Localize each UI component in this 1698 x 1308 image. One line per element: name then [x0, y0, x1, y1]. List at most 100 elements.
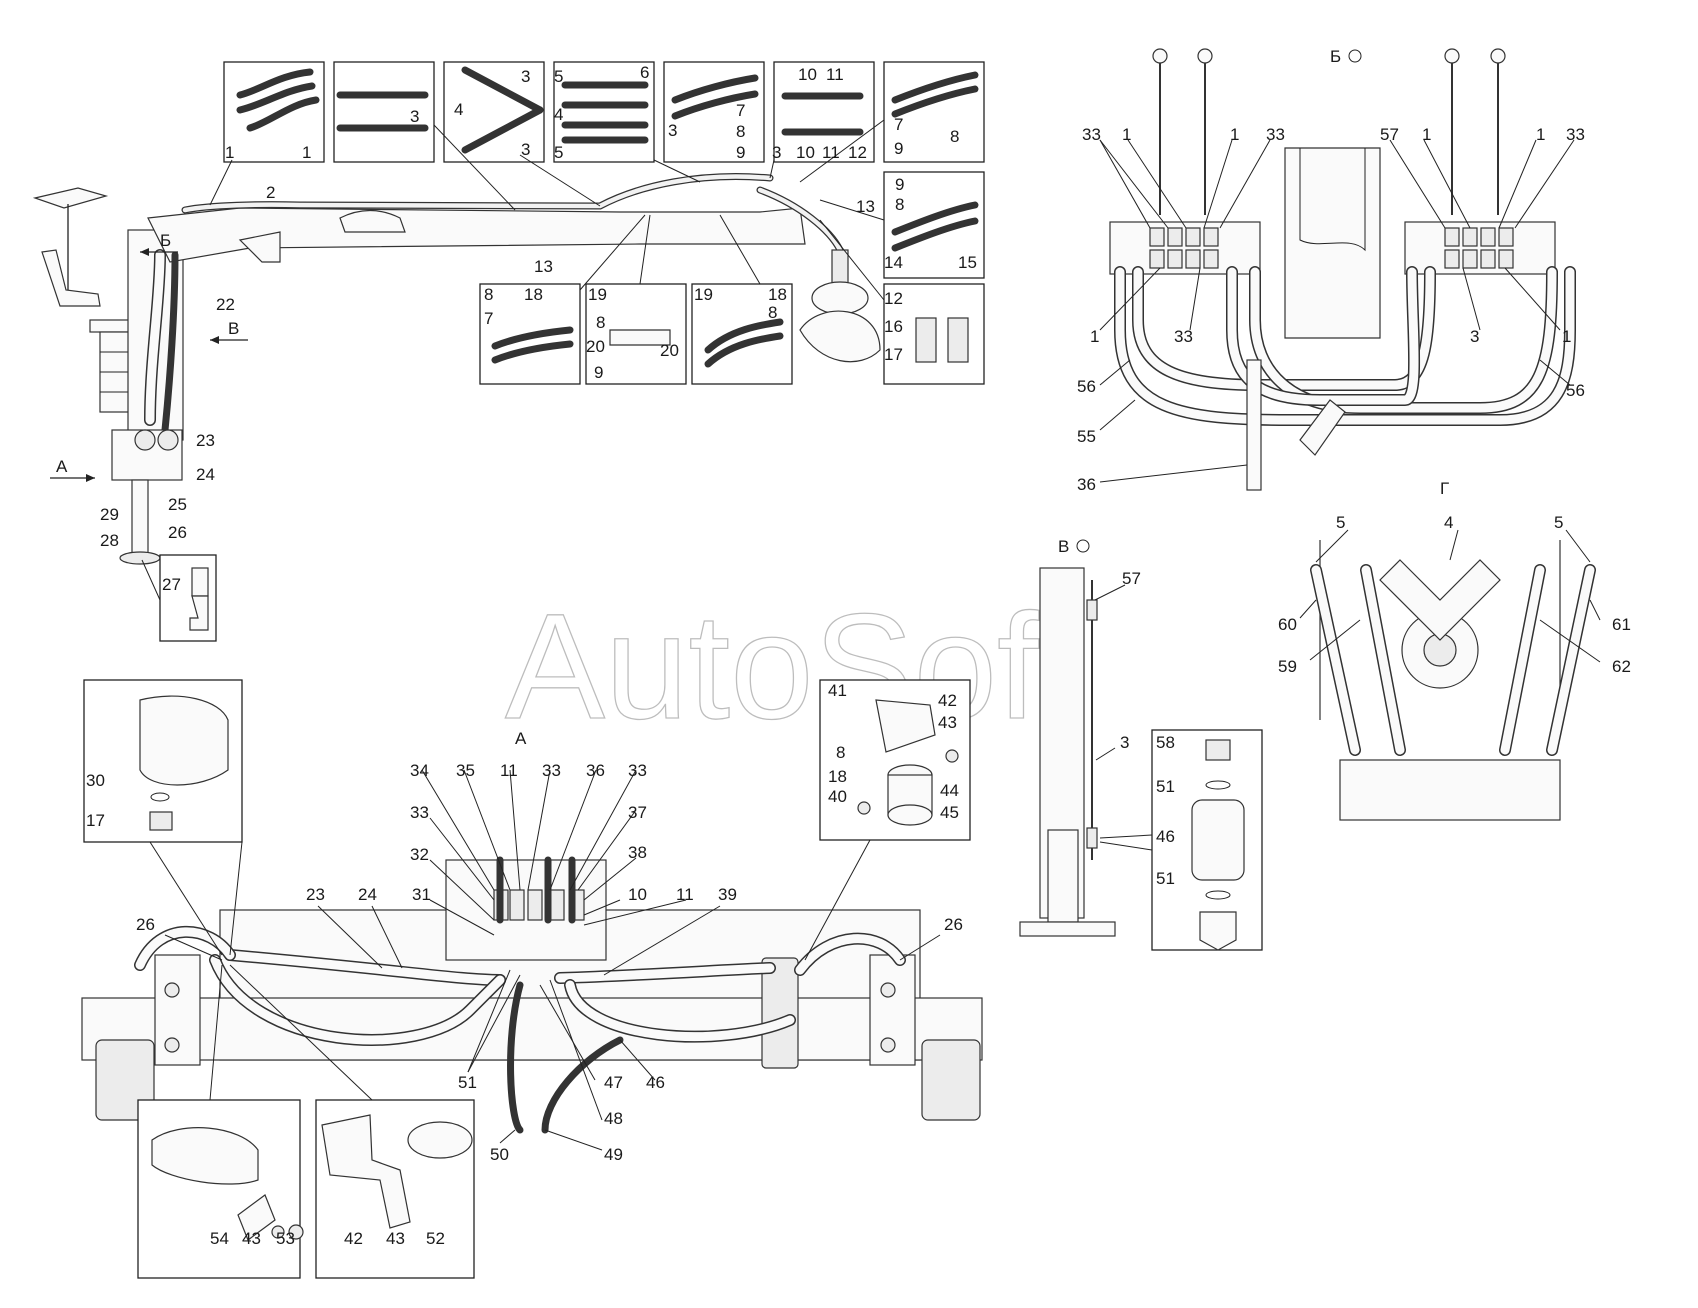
operator-seat — [41, 249, 101, 307]
callout-26: 26 — [944, 915, 963, 934]
grapple-head — [811, 281, 869, 315]
callout-labels: 1 1 2 3 3 3 4 5 4 5 6 3 7 8 9 10 11 3 10… — [86, 63, 1631, 1248]
callout-4: 4 — [454, 100, 463, 119]
callout-5: 5 — [554, 143, 563, 162]
callout-57: 57 — [1380, 125, 1399, 144]
callout-3: 3 — [1120, 733, 1129, 752]
callout-12: 12 — [848, 143, 867, 162]
callout-48: 48 — [604, 1109, 623, 1128]
callout-38: 38 — [628, 843, 647, 862]
callout-5: 5 — [1336, 513, 1345, 532]
rotator — [831, 249, 849, 285]
callout-17: 17 — [86, 811, 105, 830]
callout-31: 31 — [412, 885, 431, 904]
callout-17: 17 — [884, 345, 903, 364]
callout-51: 51 — [458, 1073, 477, 1092]
callout-8: 8 — [768, 303, 777, 322]
callout-61: 61 — [1612, 615, 1631, 634]
callout-9: 9 — [895, 175, 904, 194]
callout-10: 10 — [798, 65, 817, 84]
callout-50: 50 — [490, 1145, 509, 1164]
view-a: А — [81, 729, 983, 1151]
callout-18: 18 — [828, 767, 847, 786]
callout-7: 7 — [894, 115, 903, 134]
callout-29: 29 — [100, 505, 119, 524]
callout-33: 33 — [628, 761, 647, 780]
callout-10: 10 — [796, 143, 815, 162]
callout-1: 1 — [225, 143, 234, 162]
callout-9: 9 — [894, 139, 903, 158]
callout-3: 3 — [521, 140, 530, 159]
callout-19: 19 — [694, 285, 713, 304]
callout-8: 8 — [596, 313, 605, 332]
callout-33: 33 — [1174, 327, 1193, 346]
callout-9: 9 — [736, 143, 745, 162]
callout-13: 13 — [534, 257, 553, 276]
callout-44: 44 — [940, 781, 959, 800]
outrigger-leg — [131, 479, 149, 556]
view-v: В — [1019, 537, 1263, 951]
callout-23: 23 — [306, 885, 325, 904]
callout-33: 33 — [1082, 125, 1101, 144]
callout-36: 36 — [1077, 475, 1096, 494]
callout-1: 1 — [302, 143, 311, 162]
callout-37: 37 — [628, 803, 647, 822]
callout-7: 7 — [736, 101, 745, 120]
callout-1: 1 — [1562, 327, 1571, 346]
callout-16: 16 — [884, 317, 903, 336]
callout-2: 2 — [266, 183, 275, 202]
callout-30: 30 — [86, 771, 105, 790]
callout-56: 56 — [1077, 377, 1096, 396]
wheel-right — [921, 1039, 981, 1121]
callout-26: 26 — [168, 523, 187, 542]
callout-46: 46 — [1156, 827, 1175, 846]
callout-43: 43 — [938, 713, 957, 732]
callout-3: 3 — [1470, 327, 1479, 346]
callout-4: 4 — [1444, 513, 1453, 532]
callout-3: 3 — [410, 107, 419, 126]
callout-51: 51 — [1156, 777, 1175, 796]
callout-20: 20 — [660, 341, 679, 360]
callout-1: 1 — [1422, 125, 1431, 144]
callout-56: 56 — [1566, 381, 1585, 400]
view-v-title: В — [1058, 537, 1069, 556]
callout-53: 53 — [276, 1229, 295, 1248]
callout-5: 5 — [554, 67, 563, 86]
detail-box-54 — [137, 1099, 301, 1279]
callout-10: 10 — [628, 885, 647, 904]
callout-42: 42 — [938, 691, 957, 710]
callout-8: 8 — [950, 127, 959, 146]
callout-22: 22 — [216, 295, 235, 314]
view-g-title: Г — [1440, 479, 1449, 498]
callout-8: 8 — [736, 122, 745, 141]
callout-20: 20 — [586, 337, 605, 356]
callout-43: 43 — [386, 1229, 405, 1248]
callout-14: 14 — [884, 253, 903, 272]
callout-24: 24 — [196, 465, 215, 484]
callout-46: 46 — [646, 1073, 665, 1092]
callout-62: 62 — [1612, 657, 1631, 676]
frame-beam — [1339, 759, 1561, 821]
callout-39: 39 — [718, 885, 737, 904]
operator-canopy — [32, 187, 109, 209]
view-a-title: А — [515, 729, 527, 748]
callout-5: 5 — [1554, 513, 1563, 532]
filter-housing — [761, 957, 799, 1069]
callout-24: 24 — [358, 885, 377, 904]
detail-box-27 — [141, 554, 217, 642]
callout-42: 42 — [344, 1229, 363, 1248]
callout-52: 52 — [426, 1229, 445, 1248]
view-v-arrow-label: В — [228, 319, 239, 338]
detail-boxes-bottom — [83, 679, 971, 1279]
callout-3: 3 — [668, 121, 677, 140]
view-a-arrow-label: А — [56, 457, 68, 476]
watermark: AutoSoft — [505, 582, 1080, 750]
callout-36: 36 — [586, 761, 605, 780]
callout-34: 34 — [410, 761, 429, 780]
callout-1: 1 — [1122, 125, 1131, 144]
callout-25: 25 — [168, 495, 187, 514]
callout-15: 15 — [958, 253, 977, 272]
callout-58: 58 — [1156, 733, 1175, 752]
outrigger-pad — [119, 551, 161, 565]
